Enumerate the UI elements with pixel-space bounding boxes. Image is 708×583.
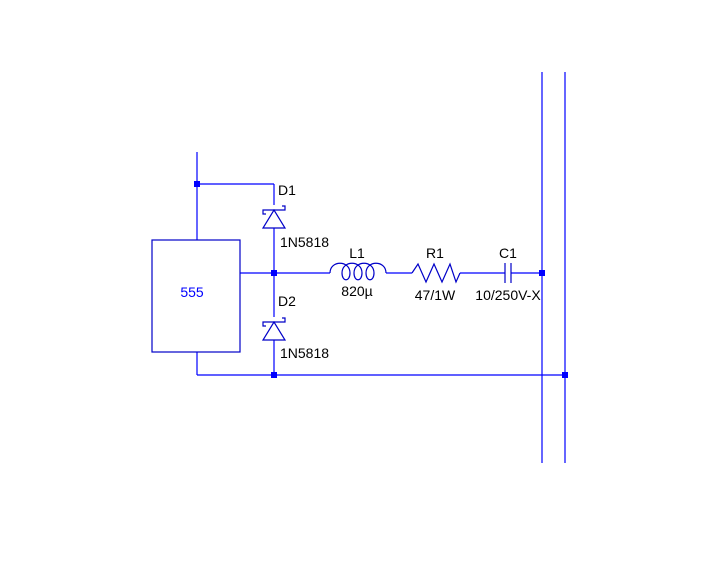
- d2-ref-label: D2: [278, 293, 296, 309]
- d1-cathode-bar: [262, 205, 286, 215]
- wires: [196, 72, 566, 463]
- l1-coil: [329, 262, 387, 281]
- d1-ref-label: D1: [278, 182, 296, 198]
- r1-zigzag: [411, 262, 461, 284]
- l1-ref-label: L1: [349, 245, 365, 261]
- ic-555: 555: [151, 239, 241, 353]
- diode-d1: D1 1N5818: [261, 182, 329, 250]
- d2-value-label: 1N5818: [280, 345, 329, 361]
- r1-ref-label: R1: [426, 245, 444, 261]
- junction-dot: [271, 270, 277, 276]
- d2-triangle: [261, 320, 287, 341]
- r1-value-label: 47/1W: [415, 287, 456, 303]
- capacitor-c1: C1 10/250V-X: [475, 245, 541, 303]
- diode-d2: D2 1N5818: [261, 293, 329, 361]
- ic-label: 555: [180, 284, 204, 300]
- d1-triangle: [261, 208, 287, 229]
- resistor-r1: R1 47/1W: [411, 245, 461, 303]
- junction-dot: [194, 181, 200, 187]
- junctions: [194, 181, 568, 378]
- d2-cathode-bar: [262, 317, 286, 327]
- d1-value-label: 1N5818: [280, 234, 329, 250]
- inductor-l1: L1 820µ: [329, 245, 387, 299]
- junction-dot: [562, 372, 568, 378]
- l1-value-label: 820µ: [341, 283, 372, 299]
- ic-body: [151, 239, 241, 353]
- c1-value-label: 10/250V-X: [475, 287, 541, 303]
- junction-dot: [539, 270, 545, 276]
- c1-ref-label: C1: [499, 245, 517, 261]
- junction-dot: [271, 372, 277, 378]
